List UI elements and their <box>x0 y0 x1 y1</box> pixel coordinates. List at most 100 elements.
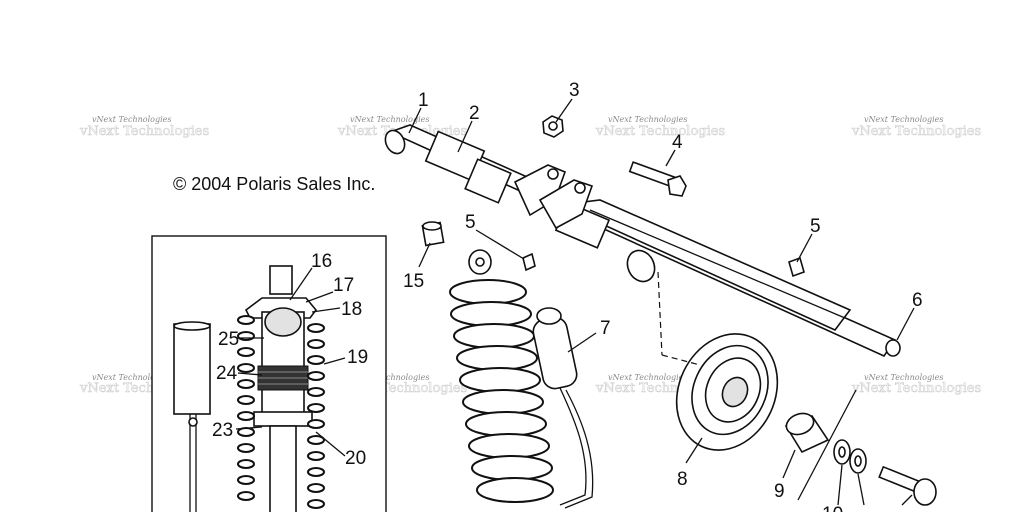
callout-5b: 5 <box>810 216 821 237</box>
leader-3 <box>555 98 573 123</box>
washer-hole <box>854 455 862 467</box>
fitting-icon <box>788 256 805 278</box>
leader-6 <box>896 307 915 341</box>
inset-spring-right <box>307 323 325 509</box>
assembly-line <box>657 271 663 356</box>
leader-5a <box>475 229 525 260</box>
bolt-head <box>667 175 687 197</box>
spring-coil <box>456 345 538 371</box>
leader-9 <box>782 449 796 479</box>
callout-7: 7 <box>600 318 611 339</box>
inset-reservoir <box>173 323 211 415</box>
bushing-15 <box>421 221 445 247</box>
shock-absorber <box>449 249 594 509</box>
watermark: vNext Technologies <box>608 373 687 382</box>
idler-wheel-8 <box>675 333 779 451</box>
fitting-icon <box>522 252 536 272</box>
grease-fitting-5b <box>788 256 805 278</box>
leader-17 <box>305 291 334 303</box>
grease-fitting-5a <box>522 252 536 272</box>
leader-11 <box>901 494 913 506</box>
callout-20: 20 <box>345 448 366 469</box>
reservoir-hose <box>559 387 587 506</box>
shaft-end-left <box>384 129 406 155</box>
spring-coil <box>476 477 554 503</box>
callout-labels: 1 2 3 4 5 5 6 7 8 9 15 16 17 18 19 20 23… <box>212 80 923 512</box>
leader-8 <box>685 437 703 464</box>
spring-coil <box>450 301 532 327</box>
reservoir-cap <box>536 307 562 325</box>
callout-9: 9 <box>774 481 785 502</box>
inset-reservoir-top <box>173 321 211 331</box>
inset-top-mount <box>269 265 293 295</box>
bracket-hole <box>574 182 586 194</box>
spring-coil <box>462 389 544 415</box>
washers-10 <box>833 439 867 474</box>
shaft-assembly <box>384 124 901 358</box>
callout-10: 10 <box>822 504 843 512</box>
spring-coil <box>468 433 550 459</box>
bracket-hole <box>547 168 559 180</box>
bolt-head <box>913 478 937 506</box>
callout-17: 17 <box>333 275 354 296</box>
leader-19 <box>323 357 346 365</box>
watermark-ghost: vNext Technologies <box>851 124 981 139</box>
callout-5a: 5 <box>465 212 476 233</box>
spacer-end <box>785 412 815 436</box>
leader-18 <box>311 307 341 313</box>
callout-4: 4 <box>672 132 683 153</box>
leader-15 <box>418 242 431 268</box>
spring-coil <box>465 411 547 437</box>
callout-19: 19 <box>347 347 368 368</box>
leader-16 <box>289 267 313 301</box>
leader-1 <box>408 107 422 134</box>
bolt-lower <box>878 465 937 506</box>
sleeve-a <box>464 158 512 204</box>
callout-25: 25 <box>218 329 239 350</box>
spring-coil <box>471 455 553 481</box>
watermark: vNext Technologies <box>608 115 687 124</box>
watermark: vNext Technologies <box>864 115 943 124</box>
inset-hose-fitting <box>188 417 198 427</box>
leader-5b <box>796 233 813 263</box>
leader-2 <box>457 120 473 153</box>
bushing-top <box>422 221 442 231</box>
leader-24 <box>237 372 263 376</box>
callout-1: 1 <box>418 90 429 111</box>
watermark-ghost: vNext Technologies <box>595 124 725 139</box>
shaft-end-right <box>885 339 901 357</box>
watermark: vNext Technologies <box>350 373 429 382</box>
callout-23: 23 <box>212 420 233 441</box>
leader-10a <box>837 464 843 506</box>
inset-lower-seat <box>253 411 313 427</box>
callout-2: 2 <box>469 103 480 124</box>
watermark: vNext Technologies <box>350 115 429 124</box>
watermark: vNext Technologies <box>864 373 943 382</box>
assembly-line <box>661 354 701 366</box>
callout-18: 18 <box>341 299 362 320</box>
nut-3 <box>542 115 564 138</box>
leader-7 <box>567 332 597 353</box>
inset-bumper <box>264 307 302 337</box>
wheel-hub <box>721 376 749 408</box>
watermark-ghost: vNext Technologies <box>851 381 981 396</box>
leader-23 <box>235 426 263 430</box>
watermark-ghost: vNext Technologies <box>79 124 209 139</box>
bolt-4 <box>628 161 687 197</box>
spring-coil <box>459 367 541 393</box>
sleeve-end <box>626 249 656 283</box>
callout-15: 15 <box>403 271 424 292</box>
leader-20 <box>315 431 346 457</box>
spring-coil <box>449 279 527 305</box>
shock-eye-hole <box>475 257 485 267</box>
watermark: vNext Technologies <box>92 115 171 124</box>
inset-spring-left <box>237 315 255 501</box>
leader-long <box>797 389 857 501</box>
reservoir-hose <box>564 389 594 509</box>
callout-24: 24 <box>216 363 238 384</box>
arm-edge <box>589 209 846 319</box>
inset-cutaway <box>151 235 387 512</box>
callout-3: 3 <box>569 80 580 101</box>
spring-coil <box>453 323 535 349</box>
